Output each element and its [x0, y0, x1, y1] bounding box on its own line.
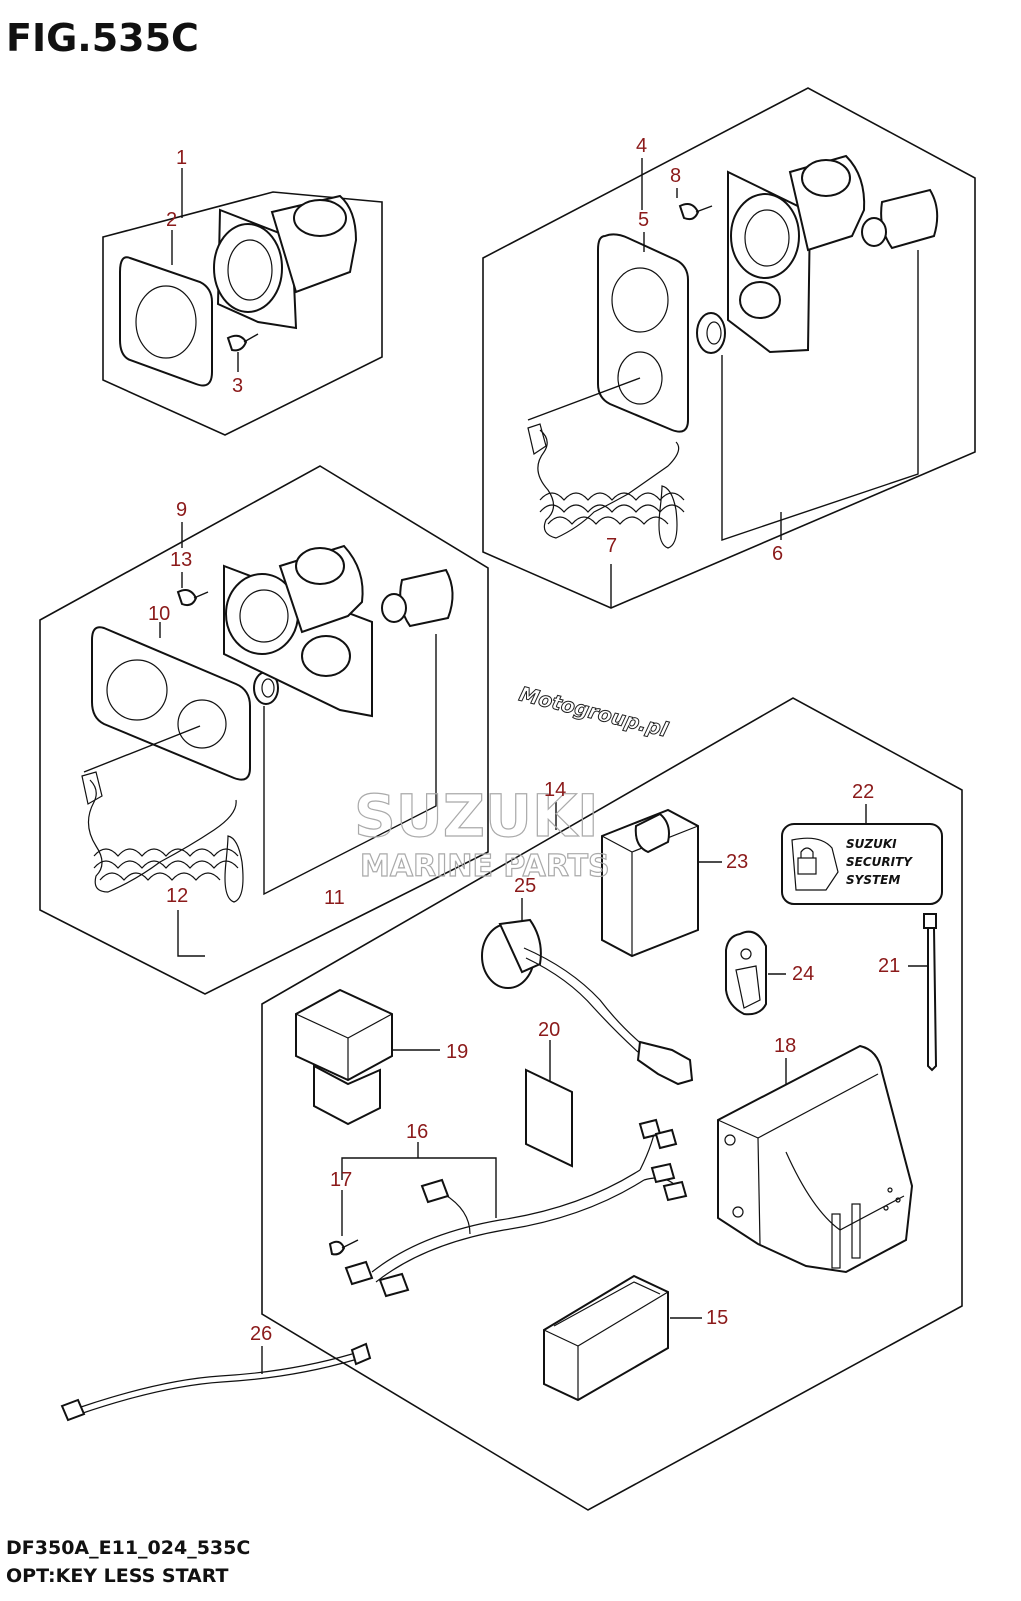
stop-switch	[880, 188, 939, 250]
callout-25: 25	[514, 875, 536, 897]
bezel-part-2	[119, 256, 213, 387]
callout-15: 15	[706, 1307, 728, 1329]
bezel-hole-lower	[617, 351, 663, 405]
harness-connector-f	[650, 1162, 676, 1184]
screw-part-3	[226, 334, 248, 352]
switch-lower-bore	[739, 281, 781, 319]
bracket-part-18	[717, 1044, 914, 1274]
figure-title: FIG.535C	[6, 16, 199, 60]
antenna-connector	[636, 1040, 694, 1086]
lock-icon	[797, 857, 817, 875]
harness-connector-e	[654, 1128, 678, 1150]
figure-description: OPT:KEY LESS START	[6, 1565, 229, 1587]
callout-21: 21	[878, 955, 900, 977]
group-1-single-switch	[102, 168, 383, 436]
bezel-part-10	[91, 626, 251, 781]
callout-1: 1	[176, 147, 187, 169]
callout-16: 16	[406, 1121, 428, 1143]
antenna-housing	[498, 918, 542, 974]
cable-tie-head	[923, 913, 937, 929]
callout-24: 24	[792, 963, 814, 985]
harness-connector-b	[344, 1260, 374, 1286]
callout-18: 18	[774, 1035, 796, 1057]
security-label-line2: SECURITY	[846, 855, 913, 869]
switch-rear	[293, 199, 347, 237]
cable-part-26	[60, 1342, 372, 1422]
callout-14: 14	[544, 779, 566, 801]
callout-23: 23	[726, 851, 748, 873]
site-watermark: Motogroup.pl	[517, 682, 672, 742]
screw-part-13	[176, 589, 198, 607]
stop-switch	[399, 568, 454, 628]
callout-7: 7	[606, 535, 617, 557]
bezel-hole	[135, 285, 197, 359]
antenna-harness	[523, 947, 645, 1047]
switch-face-inner	[227, 239, 273, 301]
security-label-part-22	[781, 823, 943, 905]
lanyard-key	[81, 771, 103, 805]
card-part-20	[525, 1068, 573, 1168]
harness-part-16	[371, 1169, 641, 1273]
group-14-keyless-kit: SUZUKI SECURITY SYSTEM	[261, 697, 963, 1511]
lanyard-coil-part-7	[537, 429, 680, 539]
callout-13: 13	[170, 549, 192, 571]
lock-silhouette-icon	[791, 837, 839, 891]
cable-26-connector-right	[350, 1342, 372, 1366]
switch-face	[213, 223, 283, 313]
harness-connector-a	[420, 1178, 450, 1204]
module-part-23	[601, 808, 699, 958]
callout-6: 6	[772, 543, 783, 565]
brand-sub-watermark: MARINE PARTS	[360, 849, 610, 884]
switch-lower-bore	[301, 635, 351, 677]
group-4-box	[482, 87, 976, 609]
callout-5: 5	[638, 209, 649, 231]
callout-4: 4	[636, 135, 647, 157]
callout-19: 19	[446, 1041, 468, 1063]
group-4-dual-switch	[482, 87, 976, 609]
callout-10: 10	[148, 603, 170, 625]
module-connector	[634, 812, 670, 854]
callout-9: 9	[176, 499, 187, 521]
relay-part-19	[295, 988, 393, 1082]
bezel-hole-upper	[611, 267, 669, 333]
callout-26: 26	[250, 1323, 272, 1345]
group-1-box	[102, 191, 383, 436]
bezel-part-5	[597, 233, 689, 433]
callout-8: 8	[670, 165, 681, 187]
callout-3: 3	[232, 375, 243, 397]
callout-22: 22	[852, 781, 874, 803]
key-fob-part-24	[725, 930, 767, 1016]
security-label-line3: SYSTEM	[846, 873, 900, 887]
lanyard-clip	[658, 485, 678, 549]
model-code: DF350A_E11_024_535C	[6, 1537, 251, 1559]
callout-12: 12	[166, 885, 188, 907]
harness-connector-g	[662, 1180, 688, 1202]
cable-26-connector-left	[60, 1398, 86, 1422]
group-9-box	[39, 465, 489, 995]
group-14-box	[261, 697, 963, 1511]
cable-tie-part-21	[927, 927, 938, 1072]
brand-watermark: SUZUKI	[354, 782, 599, 850]
bezel-hole-right	[177, 699, 227, 749]
bolt-part-17	[328, 1240, 346, 1256]
bezel-hole-left	[106, 659, 168, 721]
seal-ring	[696, 312, 726, 354]
callout-20: 20	[538, 1019, 560, 1041]
callout-2: 2	[166, 209, 177, 231]
callouts: 1 2 3 4 5 6 7 8 9 10 11 12 13 14 15 16 1…	[148, 135, 900, 1345]
relay-base	[313, 1064, 381, 1126]
security-label-line1: SUZUKI	[846, 837, 897, 851]
lanyard-clip	[224, 835, 244, 903]
group-9-dual-switch	[39, 465, 489, 995]
callout-11: 11	[324, 887, 345, 909]
lanyard-coil-part-12	[87, 779, 237, 893]
case-part-15	[543, 1274, 669, 1402]
switch-face	[730, 193, 800, 279]
harness-connector-c	[378, 1272, 410, 1298]
lanyard-key	[527, 423, 547, 455]
screw-part-8	[678, 203, 700, 221]
callout-17: 17	[330, 1169, 352, 1191]
